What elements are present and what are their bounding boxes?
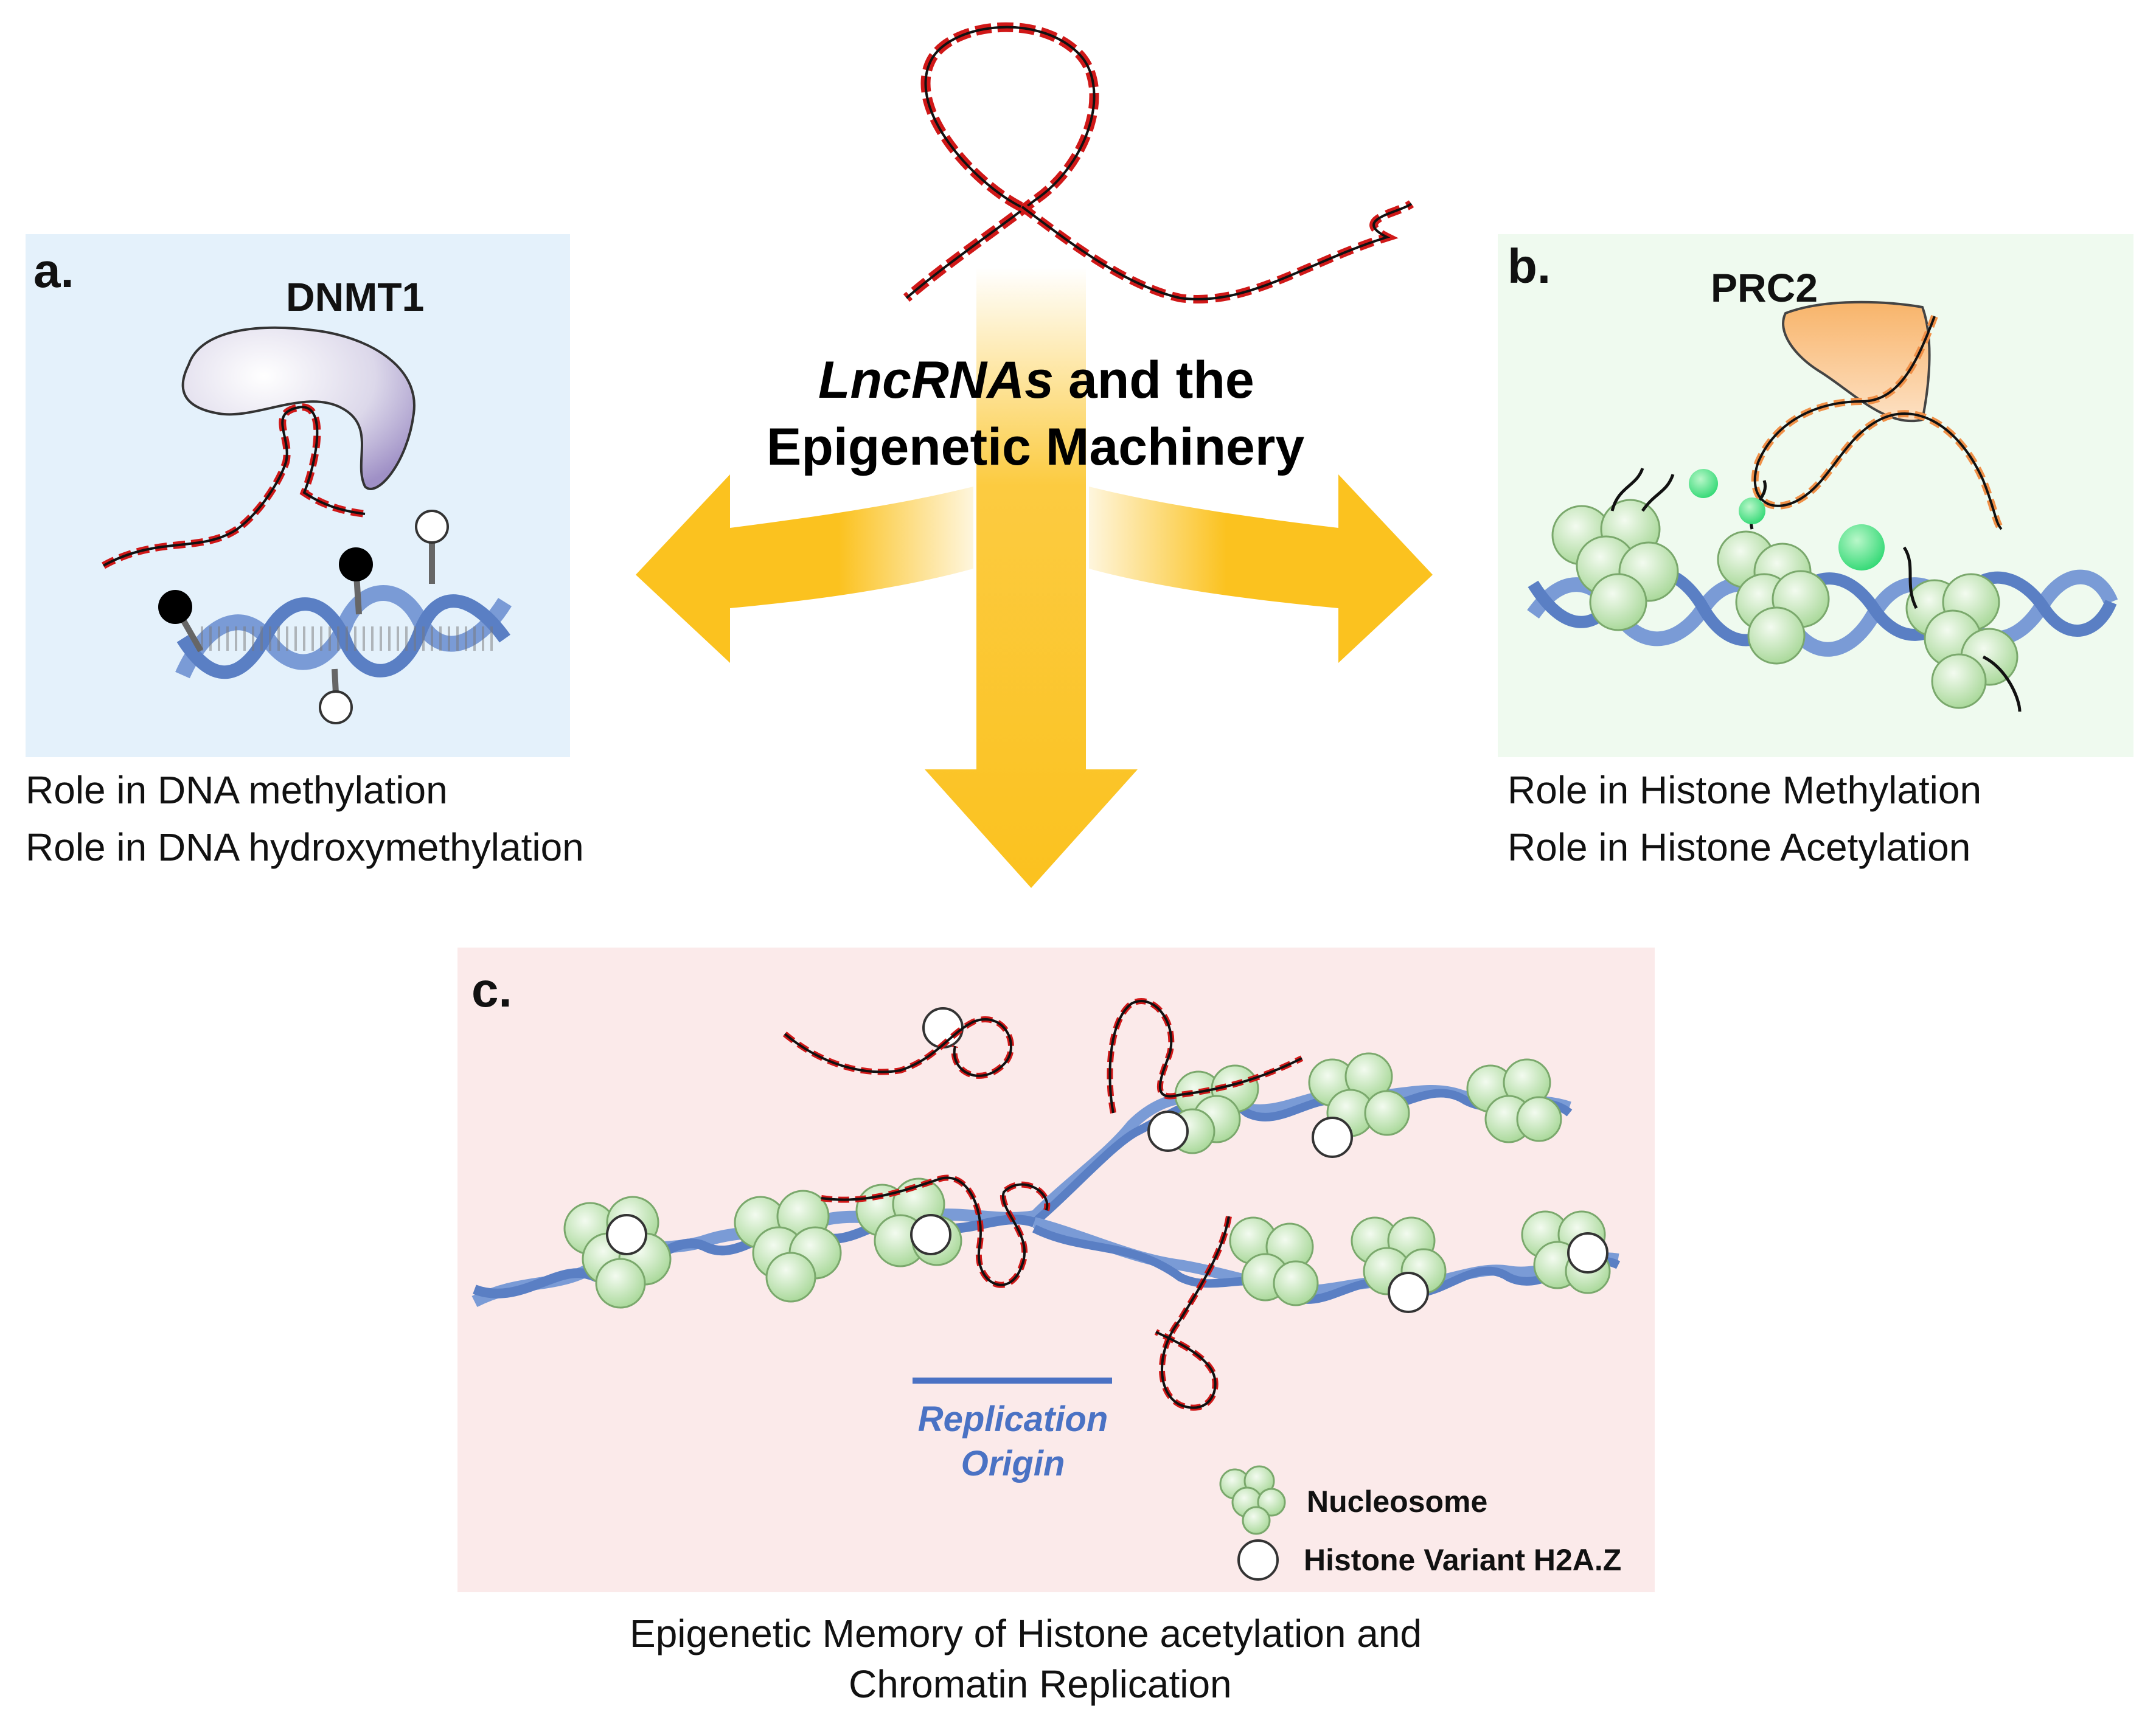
left-arrow — [636, 474, 973, 663]
right-arrow — [1089, 474, 1433, 663]
lncrna-top — [903, 22, 1414, 303]
replication-origin-line-2: Origin — [961, 1443, 1065, 1483]
dnmt1-label: DNMT1 — [286, 274, 425, 319]
legend-nucleosome-label: Nucleosome — [1307, 1485, 1488, 1519]
panel-a-background — [26, 234, 570, 757]
panel-a-letter: a. — [33, 243, 74, 297]
methyl-group-icon — [158, 590, 192, 624]
panel-c-caption-1: Epigenetic Memory of Histone acetylation… — [630, 1612, 1422, 1655]
lncrna-loops-c — [782, 998, 1304, 1411]
panel-c-letter: c. — [471, 963, 512, 1017]
panel-a-caption-1: Role in DNA methylation — [26, 768, 448, 812]
legend-h2az-icon — [1237, 1539, 1279, 1581]
legend-h2az-label: Histone Variant H2A.Z — [1304, 1543, 1622, 1577]
dnmt1-protein — [181, 326, 416, 490]
panel-a-artwork — [102, 326, 512, 724]
panel-b-artwork — [1527, 300, 2118, 712]
replication-origin-line-1: Replication — [917, 1399, 1108, 1439]
prc2-label: PRC2 — [1711, 265, 1818, 310]
panel-b-letter: b. — [1507, 239, 1551, 293]
acetyl-group-icon — [1739, 497, 1765, 524]
title-line-1-rest: and the — [1054, 351, 1254, 409]
panel-b-caption-1: Role in Histone Methylation — [1507, 768, 1982, 812]
central-arrows — [636, 268, 1433, 888]
down-arrow — [925, 268, 1138, 888]
acetyl-group-icon — [1838, 524, 1885, 570]
methyl-group-icon — [339, 547, 373, 581]
legend-nucleosome-icon — [1219, 1465, 1286, 1535]
replication-origin-label: Replication Origin — [900, 1398, 1125, 1486]
nucleosomes-b — [1551, 499, 2019, 709]
hydroxymethyl-group-icon — [415, 510, 449, 544]
title-italic-lncrnas: LncRNAs — [818, 351, 1054, 409]
hydroxymethyl-group-icon — [319, 690, 353, 724]
panel-c-caption-2: Chromatin Replication — [849, 1662, 1232, 1706]
title-line-2: Epigenetic Machinery — [767, 418, 1305, 476]
dna-helix-a — [175, 585, 512, 679]
title-line-1: LncRNAs and the — [818, 354, 1254, 406]
panel-a-caption-2: Role in DNA hydroxymethylation — [26, 825, 584, 869]
h2az-variants-c — [606, 1007, 1608, 1313]
acetyl-group-icon — [1689, 469, 1718, 498]
panel-c-artwork — [471, 998, 1621, 1581]
panel-b-caption-2: Role in Histone Acetylation — [1507, 825, 1971, 869]
